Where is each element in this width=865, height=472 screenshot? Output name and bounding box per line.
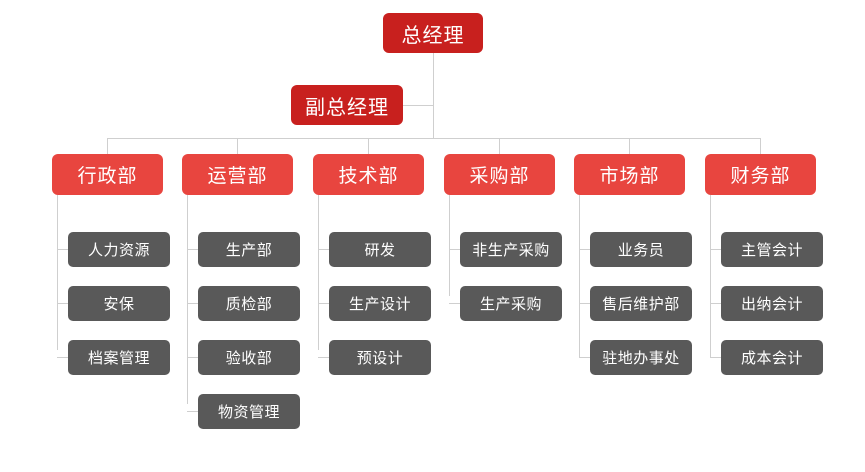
connector-child-stub-2-1 — [318, 303, 329, 304]
connector-child-stub-5-1 — [710, 303, 721, 304]
node-child-0-2-label: 档案管理 — [87, 350, 150, 367]
node-department-4-label: 市场部 — [599, 166, 660, 187]
node-department-5[interactable]: 财务部 — [705, 154, 816, 195]
node-department-0[interactable]: 行政部 — [52, 154, 163, 195]
connector-dept-spine-2 — [318, 195, 319, 350]
node-child-4-2-label: 驻地办事处 — [602, 350, 680, 367]
node-child-1-0-label: 生产部 — [225, 242, 273, 259]
node-department-2-label: 技术部 — [338, 166, 399, 187]
connector-department-bus — [107, 138, 760, 139]
node-child-2-0[interactable]: 研发 — [329, 232, 431, 267]
node-child-4-0-label: 业务员 — [617, 242, 665, 259]
node-child-3-1-label: 生产采购 — [479, 296, 542, 313]
node-child-2-1[interactable]: 生产设计 — [329, 286, 431, 321]
node-department-1[interactable]: 运营部 — [182, 154, 293, 195]
connector-child-stub-5-0 — [710, 249, 721, 250]
node-child-4-0[interactable]: 业务员 — [590, 232, 692, 267]
node-child-1-2-label: 验收部 — [225, 350, 273, 367]
connector-vice-to-trunk — [403, 105, 434, 106]
node-child-1-3-label: 物资管理 — [217, 404, 280, 421]
node-child-0-1-label: 安保 — [103, 296, 135, 313]
node-child-1-1-label: 质检部 — [225, 296, 273, 313]
node-child-5-2-label: 成本会计 — [740, 350, 803, 367]
connector-child-stub-3-0 — [449, 249, 460, 250]
node-child-4-2[interactable]: 驻地办事处 — [590, 340, 692, 375]
node-child-1-1[interactable]: 质检部 — [198, 286, 300, 321]
connector-child-stub-1-1 — [187, 303, 198, 304]
connector-dept-drop-5 — [760, 138, 761, 154]
node-department-4[interactable]: 市场部 — [574, 154, 685, 195]
node-general-manager[interactable]: 总经理 — [383, 13, 483, 53]
connector-child-stub-1-3 — [187, 411, 198, 412]
connector-child-stub-4-2 — [579, 357, 590, 358]
node-department-5-label: 财务部 — [730, 166, 791, 187]
connector-dept-spine-4 — [579, 195, 580, 358]
node-vice-general-manager-label: 副总经理 — [305, 96, 389, 119]
connector-child-stub-0-0 — [57, 249, 68, 250]
node-child-0-2[interactable]: 档案管理 — [68, 340, 170, 375]
connector-child-stub-5-2 — [710, 357, 721, 358]
node-child-5-0-label: 主管会计 — [740, 242, 803, 259]
connector-dept-spine-0 — [57, 195, 58, 350]
node-child-0-1[interactable]: 安保 — [68, 286, 170, 321]
connector-child-stub-0-1 — [57, 303, 68, 304]
node-child-3-0[interactable]: 非生产采购 — [460, 232, 562, 267]
node-child-4-1-label: 售后维护部 — [602, 296, 680, 313]
connector-child-stub-3-1 — [449, 303, 460, 304]
node-department-3[interactable]: 采购部 — [444, 154, 555, 195]
node-child-2-2-label: 预设计 — [356, 350, 404, 367]
node-child-2-2[interactable]: 预设计 — [329, 340, 431, 375]
connector-child-stub-2-2 — [318, 357, 329, 358]
connector-child-stub-2-0 — [318, 249, 329, 250]
node-child-2-0-label: 研发 — [364, 242, 396, 259]
connector-dept-spine-1 — [187, 195, 188, 404]
node-general-manager-label: 总经理 — [401, 24, 465, 47]
connector-dept-drop-1 — [237, 138, 238, 154]
node-child-5-1-label: 出纳会计 — [740, 296, 803, 313]
node-department-1-label: 运营部 — [207, 166, 268, 187]
node-child-5-1[interactable]: 出纳会计 — [721, 286, 823, 321]
node-child-3-0-label: 非生产采购 — [472, 242, 550, 259]
node-child-2-1-label: 生产设计 — [348, 296, 411, 313]
connector-dept-drop-3 — [499, 138, 500, 154]
node-vice-general-manager[interactable]: 副总经理 — [291, 85, 403, 125]
node-child-0-0-label: 人力资源 — [87, 242, 150, 259]
connector-child-stub-4-0 — [579, 249, 590, 250]
node-department-3-label: 采购部 — [469, 166, 530, 187]
node-child-1-0[interactable]: 生产部 — [198, 232, 300, 267]
node-child-1-3[interactable]: 物资管理 — [198, 394, 300, 429]
connector-child-stub-1-0 — [187, 249, 198, 250]
node-child-0-0[interactable]: 人力资源 — [68, 232, 170, 267]
node-child-1-2[interactable]: 验收部 — [198, 340, 300, 375]
node-child-5-2[interactable]: 成本会计 — [721, 340, 823, 375]
node-child-5-0[interactable]: 主管会计 — [721, 232, 823, 267]
connector-child-stub-1-2 — [187, 357, 198, 358]
node-child-4-1[interactable]: 售后维护部 — [590, 286, 692, 321]
connector-dept-drop-0 — [107, 138, 108, 154]
connector-child-stub-4-1 — [579, 303, 590, 304]
connector-dept-drop-4 — [629, 138, 630, 154]
connector-child-stub-0-2 — [57, 357, 68, 358]
node-department-0-label: 行政部 — [77, 166, 138, 187]
connector-dept-drop-2 — [368, 138, 369, 154]
node-department-2[interactable]: 技术部 — [313, 154, 424, 195]
connector-trunk-main — [433, 53, 434, 139]
node-child-3-1[interactable]: 生产采购 — [460, 286, 562, 321]
connector-dept-spine-5 — [710, 195, 711, 358]
connector-dept-spine-3 — [449, 195, 450, 296]
